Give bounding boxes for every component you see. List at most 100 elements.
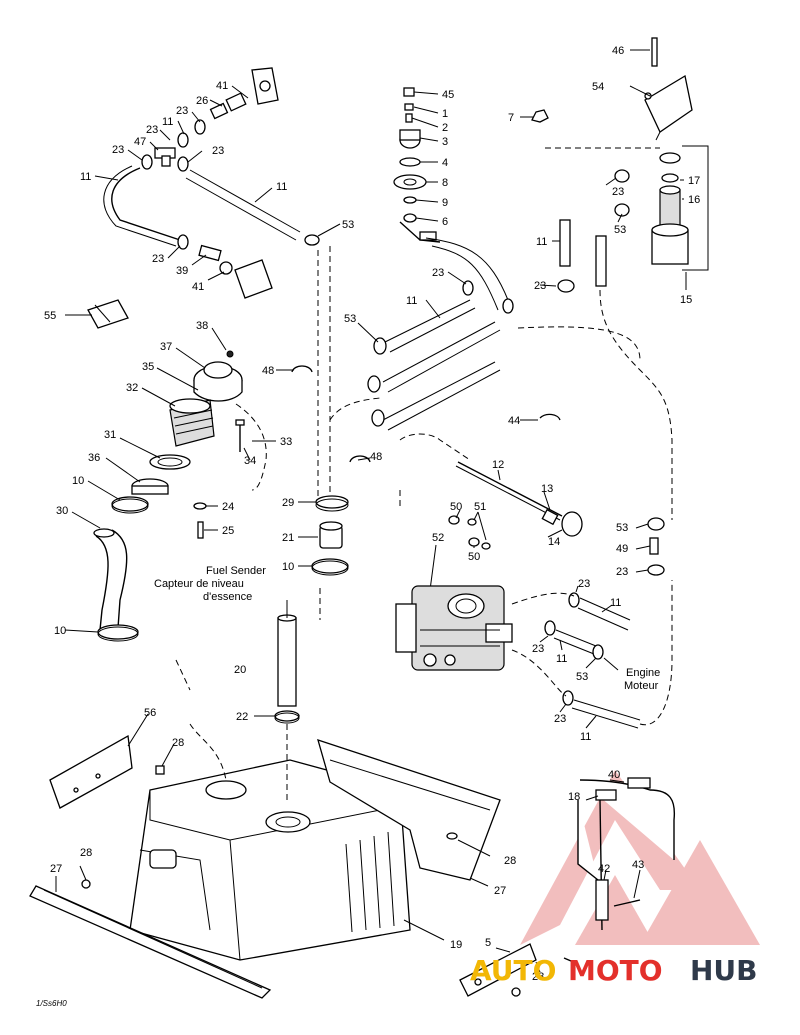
part-label: 24 — [222, 501, 234, 513]
part-label: 23 — [534, 280, 546, 292]
rollover-valve-stack — [393, 87, 441, 243]
part-label: 23 — [554, 713, 566, 725]
leader-lines-left — [64, 314, 276, 633]
part-label: 11 — [162, 116, 173, 128]
battery-bracket — [459, 777, 676, 997]
part-label: 28 — [172, 737, 184, 749]
part-label: 54 — [592, 81, 604, 93]
part-label: 45 — [442, 89, 454, 101]
engine-caption-fr: Moteur — [624, 680, 659, 692]
part-label: 52 — [432, 532, 444, 544]
part-label: 3 — [442, 136, 448, 148]
part-label: 29 — [282, 497, 294, 509]
part-label: 23 — [112, 144, 124, 156]
part-label: 18 — [568, 791, 580, 803]
part-label: 53 — [616, 522, 628, 534]
leader-lines-center-top — [411, 91, 439, 222]
part-label: 13 — [541, 483, 553, 495]
part-label: 27 — [50, 863, 62, 875]
part-label: 11 — [80, 171, 91, 183]
tank-shelf — [317, 738, 501, 881]
part-label: 26 — [196, 95, 208, 107]
watermark-hub: HUB — [690, 954, 758, 987]
part-label: 55 — [44, 310, 56, 322]
part-label: 50 — [468, 551, 480, 563]
part-label: 7 — [508, 112, 514, 124]
fuel-sender-caption-en: Fuel Sender — [206, 565, 266, 577]
part-label: 1 — [442, 108, 448, 120]
part-label: 22 — [236, 711, 248, 723]
part-label: 23 — [212, 145, 224, 157]
part-label: 23 — [146, 124, 158, 136]
part-label: 11 — [536, 236, 547, 248]
part-label: 16 — [688, 194, 700, 206]
autohub-logo-triangle — [520, 770, 760, 945]
leader-lines-center — [276, 271, 557, 461]
part-label: 28 — [80, 847, 92, 859]
part-label: 38 — [196, 320, 208, 332]
fuel-tank — [129, 723, 411, 961]
part-label: 53 — [576, 671, 588, 683]
part-label: 23 — [152, 253, 164, 265]
part-label: 44 — [508, 415, 520, 427]
part-label: 50 — [450, 501, 462, 513]
part-label: 11 — [556, 653, 567, 665]
part-label: 42 — [598, 863, 610, 875]
part-label: 40 — [608, 769, 620, 781]
part-label: 34 — [244, 455, 256, 467]
leader-lines-cable — [429, 419, 563, 591]
part-label: 23 — [612, 186, 624, 198]
part-label: 23 — [578, 578, 590, 590]
right-hoses — [511, 517, 673, 729]
left-bracket — [49, 734, 165, 809]
autohub-watermark: AUTO MOTO HUB — [470, 954, 758, 987]
part-label: 35 — [142, 361, 154, 373]
part-label: 48 — [262, 365, 274, 377]
part-label: 5 — [485, 937, 491, 949]
part-label: 33 — [280, 436, 292, 448]
part-label: 49 — [616, 543, 628, 555]
part-label: 11 — [276, 181, 287, 193]
fuel-cap-assembly — [87, 299, 267, 691]
watermark-moto: MOTO — [568, 954, 663, 987]
part-label: 28 — [532, 971, 544, 983]
part-label: 32 — [126, 382, 138, 394]
part-label: 53 — [614, 224, 626, 236]
part-label: 15 — [680, 294, 692, 306]
part-label: 51 — [474, 501, 486, 513]
watermark-auto: AUTO — [470, 954, 556, 987]
part-label: 21 — [282, 532, 294, 544]
part-number-labels: 41 26 23 11 23 47 23 23 11 11 53 23 39 4… — [44, 45, 700, 983]
fuel-sender-caption-fr-2: d'essence — [203, 591, 252, 603]
part-label: 10 — [54, 625, 66, 637]
part-label: 28 — [504, 855, 516, 867]
part-label: 4 — [442, 157, 448, 169]
part-label: 39 — [176, 265, 188, 277]
leader-lines-top-left — [94, 85, 341, 281]
part-label: 17 — [688, 175, 700, 187]
captions: Fuel Sender Capteur de niveau d'essence … — [36, 565, 660, 1008]
part-label: 30 — [56, 505, 68, 517]
part-label: 41 — [216, 80, 228, 92]
part-label: 25 — [222, 525, 234, 537]
part-label: 56 — [144, 707, 156, 719]
part-label: 10 — [282, 561, 294, 573]
part-label: 14 — [548, 536, 560, 548]
bottom-strap — [29, 879, 272, 999]
part-label: 2 — [442, 122, 448, 134]
part-label: 19 — [450, 939, 462, 951]
part-label: 6 — [442, 216, 448, 228]
vent-hose-assembly — [103, 67, 320, 299]
drawing-code: 1/Ss6H0 — [36, 999, 67, 1008]
leader-lines-right — [539, 523, 651, 729]
part-label: 12 — [492, 459, 504, 471]
part-label: 23 — [532, 643, 544, 655]
part-label: 11 — [580, 731, 591, 743]
part-label: 47 — [134, 136, 146, 148]
engine-caption-en: Engine — [626, 667, 660, 679]
leader-lines-bottom — [55, 713, 641, 973]
part-label: 53 — [344, 313, 356, 325]
part-label: 41 — [192, 281, 204, 293]
part-label: 53 — [342, 219, 354, 231]
